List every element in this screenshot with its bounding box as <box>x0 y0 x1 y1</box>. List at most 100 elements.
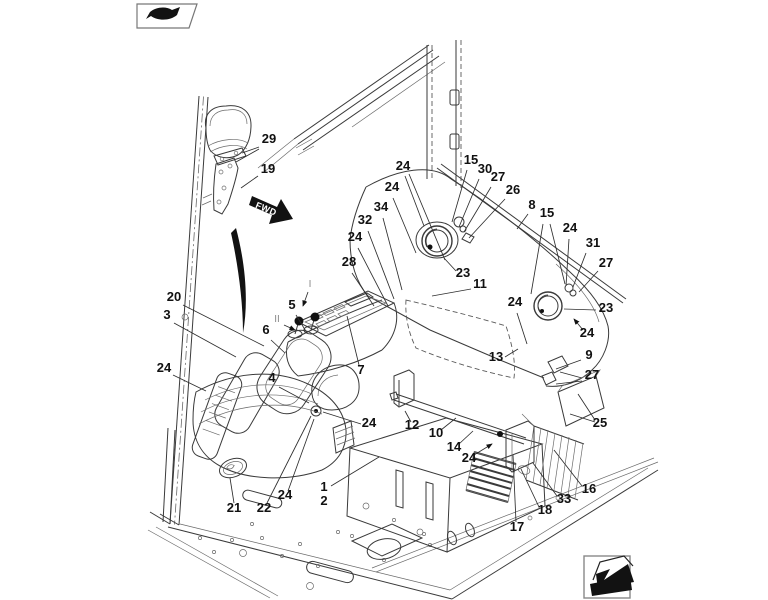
callout-23: 23 <box>599 300 613 315</box>
page-flip-icon <box>136 3 198 29</box>
leader-line <box>520 468 540 508</box>
armrest-pad-20 <box>256 329 332 415</box>
leader-line <box>295 314 308 334</box>
callout-29: 29 <box>262 131 276 146</box>
callout-25: 25 <box>593 415 607 430</box>
rail <box>393 393 527 445</box>
leader-line <box>235 148 260 163</box>
leader-line <box>283 324 296 331</box>
callout-24: 24 <box>385 179 400 194</box>
callout-23: 23 <box>456 265 470 280</box>
leader-line <box>431 288 472 297</box>
floor-rod <box>371 457 659 573</box>
leader-line <box>357 247 389 307</box>
leader-line <box>392 197 417 254</box>
leader-line <box>555 380 583 385</box>
callout-24: 24 <box>462 450 477 465</box>
side-grille <box>332 420 356 454</box>
callout-27: 27 <box>599 255 613 270</box>
leader-line <box>266 415 312 504</box>
callout-19: 19 <box>261 161 275 176</box>
leader-line <box>443 257 457 272</box>
callout-9: 9 <box>585 347 592 362</box>
bracket-17 <box>505 413 535 473</box>
control-console <box>285 290 398 417</box>
leader-line <box>240 175 259 189</box>
leader-line <box>463 186 492 233</box>
callout-26: 26 <box>506 182 520 197</box>
callout-24: 24 <box>278 487 293 502</box>
leader-line <box>577 393 596 421</box>
callout-6: 6 <box>262 322 269 337</box>
leader-line <box>504 348 519 358</box>
callout-13: 13 <box>489 349 503 364</box>
callout-24: 24 <box>396 158 411 173</box>
leader-line <box>404 410 412 423</box>
leader-line <box>458 178 480 228</box>
leader-line <box>346 315 360 366</box>
leader-line <box>578 270 599 293</box>
callout-28: 28 <box>342 254 356 269</box>
callout-30: 30 <box>478 161 492 176</box>
leader-line <box>451 169 468 223</box>
callout-2: 2 <box>320 493 327 508</box>
leader-line <box>241 146 260 154</box>
leader-line <box>553 449 583 487</box>
leader-line <box>532 462 558 497</box>
leader-line <box>440 417 457 431</box>
callout-24: 24 <box>563 220 578 235</box>
callout-20: 20 <box>167 289 181 304</box>
callout-24: 24 <box>348 229 363 244</box>
callout-4: 4 <box>268 370 276 385</box>
leader-line <box>367 230 395 300</box>
callout-27: 27 <box>491 169 505 184</box>
leader-line <box>322 411 362 425</box>
leader-line <box>516 312 528 345</box>
leader-line <box>559 371 583 379</box>
speaker-right <box>533 291 563 321</box>
section-arrow-icon <box>583 555 634 599</box>
leader-line <box>473 443 493 456</box>
bracket-12 <box>393 369 415 408</box>
fwd-arrow: FWD <box>249 196 293 224</box>
callout-II: II <box>274 314 280 325</box>
leader-line <box>270 339 286 354</box>
leader-line <box>458 430 474 445</box>
callout-8: 8 <box>528 197 535 212</box>
leader-line <box>549 223 566 285</box>
callout-34: 34 <box>374 199 389 214</box>
leader-line <box>173 322 237 358</box>
leader-line <box>302 291 309 307</box>
leader-line <box>229 477 235 504</box>
headrest-part <box>204 105 252 215</box>
callout-15: 15 <box>464 152 478 167</box>
leader-line <box>404 175 425 227</box>
floor-oval-hole <box>366 538 402 560</box>
leader-line <box>516 213 529 230</box>
leader-line <box>573 318 584 331</box>
fwd-label: FWD <box>254 200 278 218</box>
callout-17: 17 <box>510 519 524 534</box>
callout-21: 21 <box>227 500 241 515</box>
callout-3: 3 <box>163 307 170 322</box>
leader-line <box>565 238 570 287</box>
callout-24: 24 <box>508 294 523 309</box>
bellows-16 <box>525 425 585 501</box>
callout-12: 12 <box>405 417 419 432</box>
callout-24: 24 <box>157 360 172 375</box>
leader-line <box>563 308 597 311</box>
floor-holes <box>198 495 561 590</box>
leader-line <box>555 359 582 370</box>
leader-line <box>530 223 544 295</box>
leader-line <box>382 217 403 291</box>
callout-7: 7 <box>357 362 364 377</box>
callout-I: I <box>309 279 312 290</box>
callout-10: 10 <box>429 425 443 440</box>
leader-line <box>572 252 587 288</box>
joystick-boot-4 <box>311 364 360 411</box>
callout-27: 27 <box>585 367 599 382</box>
brand-emblem <box>218 457 248 479</box>
callout-24: 24 <box>580 325 595 340</box>
